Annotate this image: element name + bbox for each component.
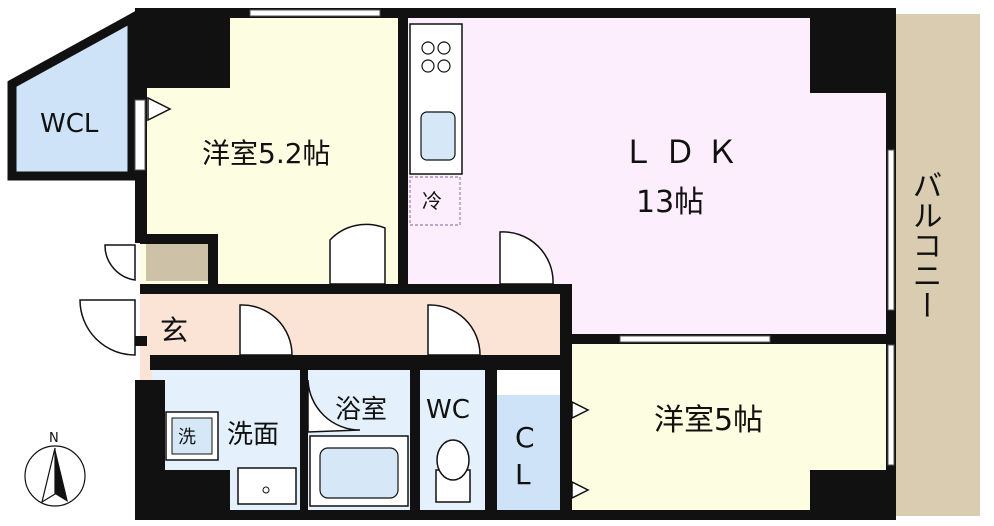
vanity-drain-icon (262, 486, 270, 494)
washroom-label: 洗面 (227, 420, 279, 450)
wcl-label: WCL (40, 109, 99, 139)
ldk-label: ＬＤＫ (622, 133, 748, 171)
vanity-icon (237, 467, 297, 505)
toilet-label: WC (426, 395, 470, 425)
wcl-room (7, 10, 137, 181)
closet-label-l: L (515, 458, 531, 491)
bedroom-1-label: 洋室5.2帖 (202, 137, 331, 170)
toilet-icon (435, 439, 471, 503)
ldk-floor (405, 18, 890, 336)
refrigerator-label: 冷 (422, 189, 442, 213)
bedroom-2-label: 洋室5帖 (654, 403, 763, 438)
sink-icon (420, 111, 456, 161)
washing-machine-icon (171, 417, 213, 455)
entrance-label: 玄 (160, 314, 188, 347)
north-label: N (49, 431, 59, 446)
stove-icon (421, 41, 451, 73)
refrigerator-space (409, 176, 461, 226)
closet-floor (495, 395, 560, 510)
shoe-storage (146, 243, 210, 281)
closet-label-c: C (515, 421, 535, 454)
doors (79, 96, 590, 500)
north-arrow-icon (24, 445, 86, 507)
windows (134, 9, 895, 466)
washer-label: 洗 (178, 427, 196, 448)
bathtub-basin-icon (319, 447, 399, 499)
balcony-floor (895, 14, 980, 516)
bathroom-label: 浴室 (335, 395, 387, 425)
balcony-label: バルコニー (907, 170, 942, 320)
ldk-size-label: 13帖 (636, 185, 704, 220)
